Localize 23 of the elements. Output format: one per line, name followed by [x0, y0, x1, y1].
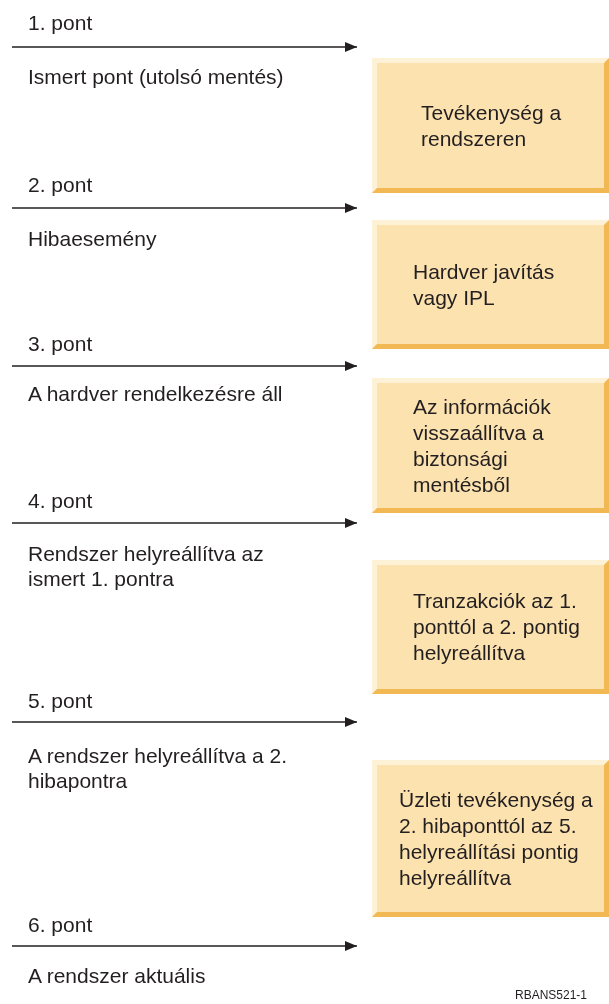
- point-label: 5. pont: [28, 688, 94, 713]
- box-text: Az információk visszaállítva a biztonsági mentésből: [413, 393, 552, 498]
- box-text: Hardver javítás vagy IPL: [413, 258, 556, 311]
- point-description: A rendszer helyreállítva a 2. hibapontra: [28, 743, 289, 793]
- box-text: Tevékenység a rendszeren: [421, 99, 563, 152]
- process-box: [372, 220, 609, 349]
- process-box: [372, 58, 609, 193]
- figure-id: RBANS521-1: [515, 988, 589, 1002]
- point-label: 6. pont: [28, 912, 94, 937]
- box-text: Üzleti tevékenység a 2. hibaponttól az 5. helyreállítási pontig helyreállítva: [399, 786, 594, 891]
- process-box: [372, 560, 609, 694]
- point-label: 1. pont: [28, 10, 94, 35]
- point-description: Rendszer helyreállítva az ismert 1. pontra: [28, 541, 265, 591]
- box-text: Tranzakciók az 1. ponttól a 2. pontig helyreállítva: [413, 588, 581, 666]
- point-description: A rendszer aktuális: [28, 963, 207, 988]
- point-label: 3. pont: [28, 331, 94, 356]
- point-label: 4. pont: [28, 488, 94, 513]
- process-box: [372, 760, 609, 917]
- point-description: Ismert pont (utolsó mentés): [28, 64, 285, 89]
- process-box: [372, 378, 609, 513]
- point-description: A hardver rendelkezésre áll: [28, 381, 284, 406]
- point-description: Hibaesemény: [28, 226, 158, 251]
- point-label: 2. pont: [28, 172, 94, 197]
